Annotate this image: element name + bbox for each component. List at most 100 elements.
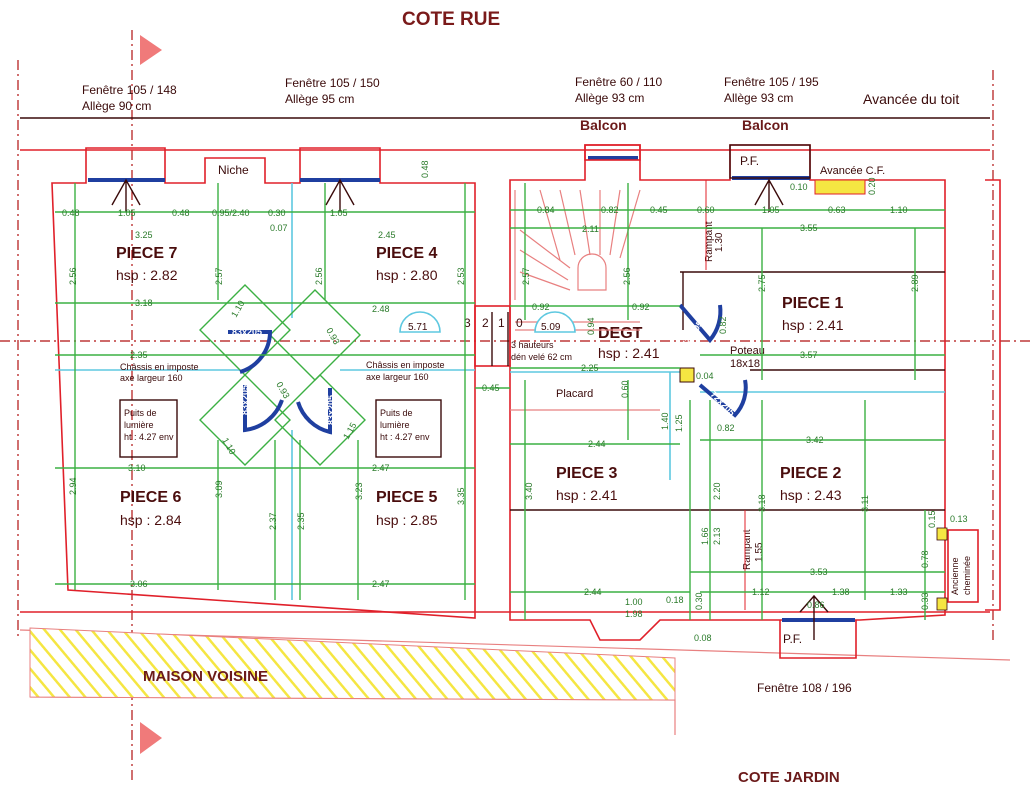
dim-label: 3.53 bbox=[810, 567, 828, 577]
rampant-bottom-value: 1.55 bbox=[754, 542, 765, 562]
niche-label: Niche bbox=[218, 163, 249, 177]
dim-label: 0.63 bbox=[828, 205, 846, 215]
placard-label: Placard bbox=[556, 388, 593, 400]
step-0: 0 bbox=[516, 316, 523, 330]
room-5-hsp: hsp : 2.85 bbox=[376, 512, 438, 528]
room-1-name: PIECE 1 bbox=[782, 295, 843, 312]
door-label-3: 83x205 bbox=[326, 395, 336, 425]
dim-label: 1.33 bbox=[890, 587, 908, 597]
trois-hauteurs-2: dén velé 62 cm bbox=[511, 352, 572, 362]
poteau-label: Poteau bbox=[730, 345, 765, 357]
window-4-allege: Allège 93 cm bbox=[724, 91, 793, 105]
degt-hsp: hsp : 2.41 bbox=[598, 345, 660, 361]
room-1-hsp: hsp : 2.41 bbox=[782, 317, 844, 333]
dim-label: 2.75 bbox=[757, 274, 767, 292]
dim-label: 2.37 bbox=[268, 512, 278, 530]
dim-label: 0.95/2.40 bbox=[212, 208, 250, 218]
dim-label: 1.38 bbox=[832, 587, 850, 597]
room-6-name: PIECE 6 bbox=[120, 489, 181, 506]
dim-label: 0.60 bbox=[620, 380, 630, 398]
trois-hauteurs-1: 3 hauteurs bbox=[511, 340, 554, 350]
dim-label: 2.53 bbox=[456, 267, 466, 285]
dim-label: 0.78 bbox=[920, 550, 930, 568]
dim-label: 0.33 bbox=[920, 592, 930, 610]
dim-label: 2.89 bbox=[910, 274, 920, 292]
light-well-right-1: Puits de bbox=[380, 408, 413, 418]
dim-label: 1.10 bbox=[890, 205, 908, 215]
door-arc-1 bbox=[228, 330, 273, 374]
dim-label: 0.82 bbox=[601, 205, 619, 215]
dim-label: 3.40 bbox=[524, 482, 534, 500]
dim-label: 0.92 bbox=[632, 302, 650, 312]
dim-label: 0.84 bbox=[537, 205, 555, 215]
chassis-left-1: Châssis en imposte bbox=[120, 362, 199, 372]
dim-label: 3.18 bbox=[757, 494, 767, 512]
room-7-name: PIECE 7 bbox=[116, 245, 177, 262]
dim-label: 3.25 bbox=[135, 230, 153, 240]
window-2-allege: Allège 95 cm bbox=[285, 92, 354, 106]
dim-label: 1.10 bbox=[229, 299, 246, 319]
dim-label: 0.45 bbox=[482, 383, 500, 393]
cote-jardin-label: COTE JARDIN bbox=[738, 769, 840, 786]
door-arc-4 bbox=[678, 303, 723, 344]
light-well-right-3: ht : 4.27 env bbox=[380, 432, 430, 442]
dim-label: 1.25 bbox=[674, 414, 684, 432]
light-well-left-1: Puits de bbox=[124, 408, 157, 418]
door-label-2: 83x205 bbox=[240, 385, 250, 415]
chimney-hatch-bottom bbox=[936, 597, 948, 611]
axis-arrow-top bbox=[140, 35, 162, 65]
dim-label: 0.92 bbox=[532, 302, 550, 312]
left-block-walls bbox=[51, 147, 476, 619]
dim-label: 2.35 bbox=[296, 512, 306, 530]
dim-label: 0.82 bbox=[718, 316, 728, 334]
step-3: 3 bbox=[464, 316, 471, 330]
window-swing-1 bbox=[111, 178, 141, 212]
pf-label-bottom: P.F. bbox=[783, 632, 802, 646]
dim-label: 1.00 bbox=[625, 597, 643, 607]
dim-label: 1.15 bbox=[341, 421, 358, 441]
room-4-name: PIECE 4 bbox=[376, 245, 437, 262]
neighbour-edge bbox=[29, 696, 676, 735]
dim-label: 0.93 bbox=[324, 326, 341, 346]
dim-label: 2.57 bbox=[521, 267, 531, 285]
light-well-right bbox=[375, 399, 442, 458]
window-3-title: Fenêtre 60 / 110 bbox=[575, 75, 662, 89]
dimension-lines bbox=[55, 183, 945, 620]
right-extra-wall bbox=[985, 179, 1001, 611]
dim-label: 3.57 bbox=[800, 350, 818, 360]
dim-label: 1.05 bbox=[762, 205, 780, 215]
dim-label: 2.56 bbox=[68, 267, 78, 285]
dim-label: 0.18 bbox=[666, 595, 684, 605]
rampant-top-value: 1.30 bbox=[714, 232, 725, 252]
window-4-title: Fenêtre 105 / 195 bbox=[724, 75, 819, 89]
dim-label: 0.94 bbox=[586, 317, 596, 335]
dim-label: 2.48 bbox=[372, 304, 390, 314]
skylight-1 bbox=[399, 311, 441, 333]
door-arc-2 bbox=[243, 385, 284, 433]
step-1: 1 bbox=[498, 316, 505, 330]
light-well-left bbox=[119, 399, 178, 458]
dim-label: 0.15 bbox=[927, 510, 937, 528]
dim-label: 2.47 bbox=[372, 579, 390, 589]
poteau-dim: 18x18 bbox=[730, 358, 760, 370]
dim-label: 0.48 bbox=[172, 208, 190, 218]
balcon-box-1 bbox=[584, 144, 641, 161]
dim-label: 3.10 bbox=[128, 463, 146, 473]
door-arc-5 bbox=[698, 379, 748, 418]
dim-label: 1.05 bbox=[118, 208, 136, 218]
dim-label: 2.56 bbox=[622, 267, 632, 285]
chimney-label-2: cheminée bbox=[962, 556, 972, 595]
dim-label: 1.12 bbox=[752, 587, 770, 597]
dim-label: 1.10 bbox=[220, 436, 237, 456]
dim-label: 3.11 bbox=[860, 495, 870, 512]
balcon-label-1: Balcon bbox=[580, 117, 627, 133]
step-2: 2 bbox=[482, 316, 489, 330]
rampant-bottom-label: Rampant bbox=[742, 529, 753, 570]
dim-label: 3.09 bbox=[214, 480, 224, 498]
degt-name: DEGT bbox=[598, 325, 643, 342]
dim-label: 0.04 bbox=[696, 371, 714, 381]
avancee-cf-hatch bbox=[814, 179, 866, 195]
dim-label: 0.45 bbox=[650, 205, 668, 215]
avancee-toit-label: Avancée du toit bbox=[863, 91, 959, 107]
